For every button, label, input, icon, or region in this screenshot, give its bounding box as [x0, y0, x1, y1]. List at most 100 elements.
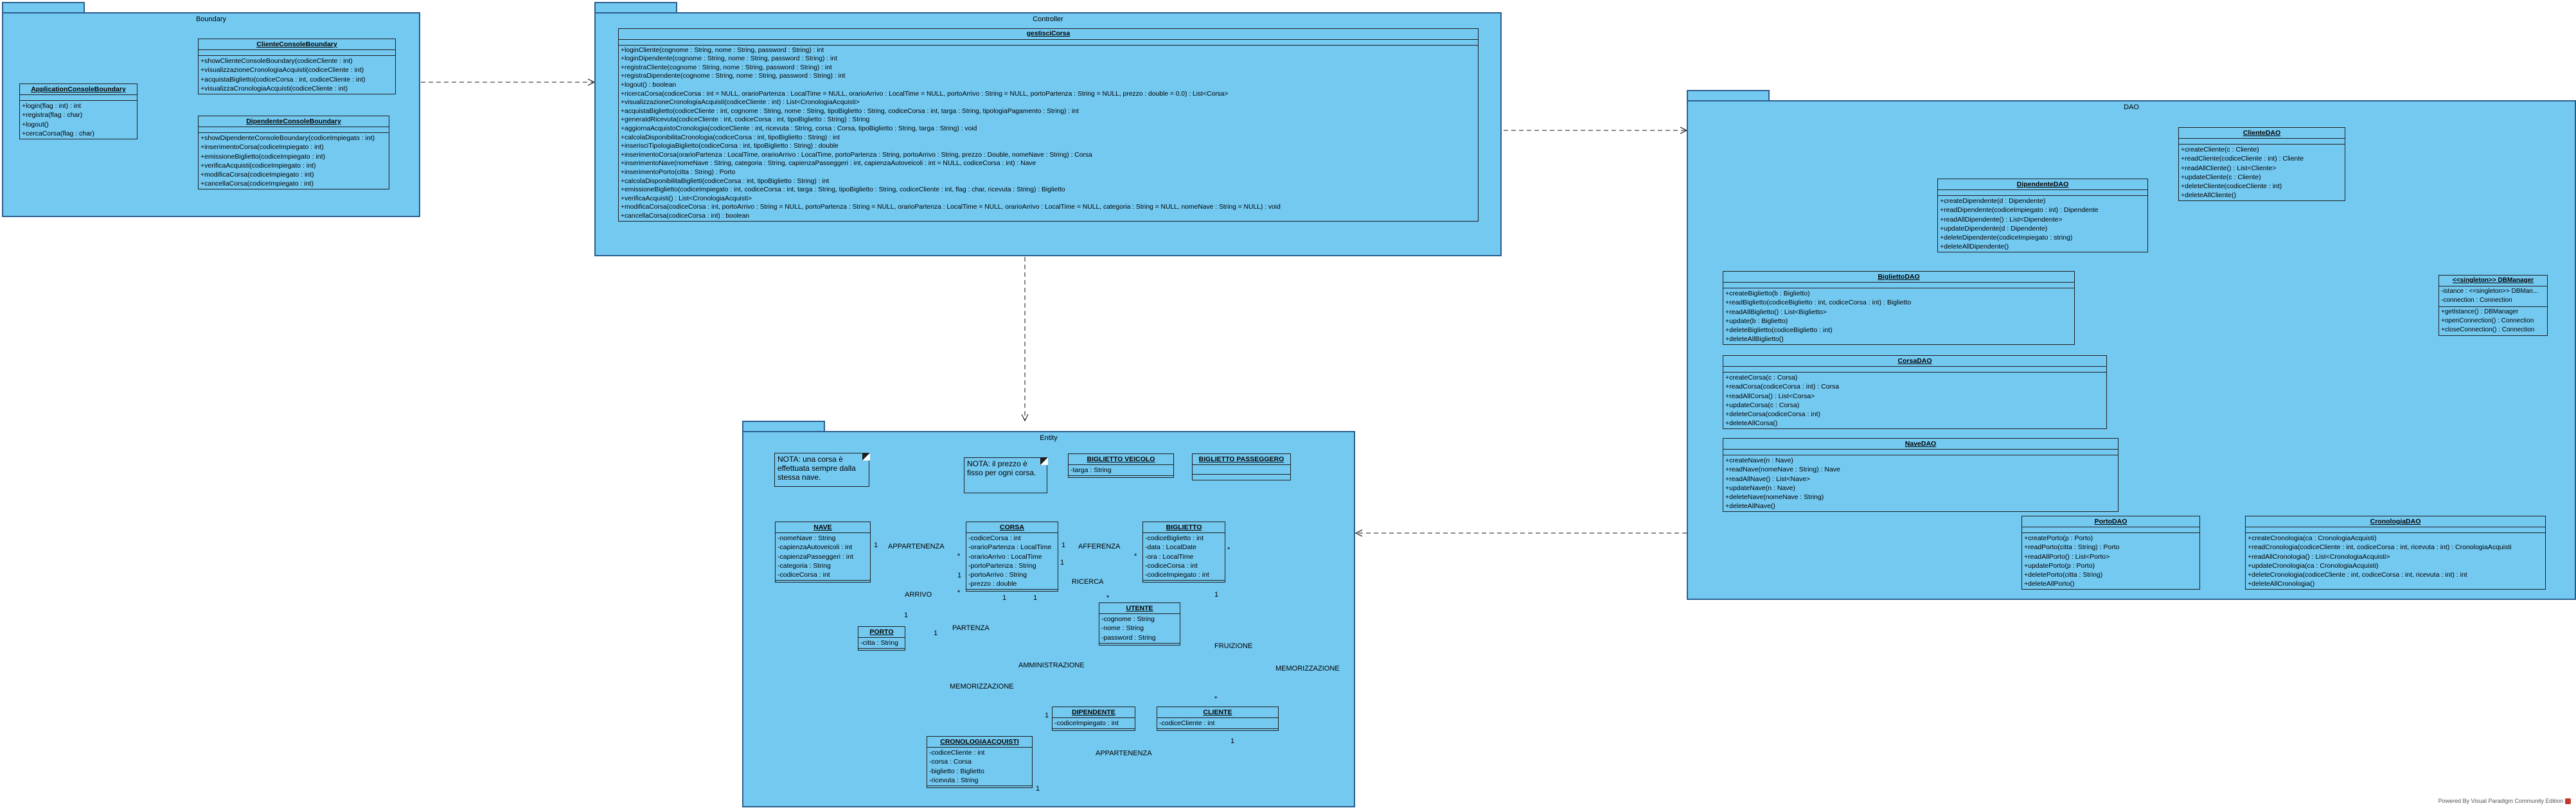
label-partenza: PARTENZA	[952, 624, 990, 632]
attribute: -capienzaAutoveicoli : int	[777, 543, 853, 552]
attribute: -capienzaPasseggeri : int	[777, 552, 853, 561]
class-cliente-console-boundary[interactable]: ClienteConsoleBoundary +showClienteConso…	[198, 39, 396, 95]
class-operations	[1193, 475, 1290, 480]
operation: +cancellaCorsa(codiceCorsa : int) : bool…	[621, 212, 750, 220]
attribute: -prezzo : double	[968, 580, 1017, 588]
class-gestisci-corsa[interactable]: gestisciCorsa +loginCliente(cognome : St…	[618, 28, 1479, 222]
operation: +inserimentoCorsa(orarioPartenza : Local…	[621, 151, 1092, 159]
boundary-package-title: Boundary	[195, 15, 227, 23]
class-name: UTENTE	[1099, 603, 1180, 615]
operation: +readPorto(citta : String) : Porto	[2024, 543, 2120, 552]
class-cliente-dao[interactable]: ClienteDAO +createCliente(c : Cliente) +…	[2178, 127, 2345, 202]
class-corsa[interactable]: CORSA -codiceCorsa : int -orarioPartenza…	[966, 522, 1058, 592]
class-operations: +createDipendente(d : Dipendente) +readD…	[1938, 196, 2147, 252]
attribute: -ora : LocalTime	[1145, 552, 1194, 561]
operation: +showClienteConsoleBoundary(codiceClient…	[200, 57, 353, 66]
visual-paradigm-logo-icon	[2565, 798, 2571, 804]
operation: +readAllBiglietto() : List<Biglietto>	[1725, 308, 1827, 316]
attribute: -nome : String	[1101, 624, 1144, 633]
class-attributes	[1193, 465, 1290, 475]
operation: +logout() : boolean	[621, 81, 677, 89]
class-operations: +createCronologia(ca : CronologiaAcquist…	[2246, 533, 2545, 589]
class-name: CronologiaDAO	[2246, 516, 2545, 528]
operation: +deleteCronologia(codiceCliente : int, c…	[2248, 571, 2467, 579]
operation: +deleteNave(nomeNave : String)	[1725, 493, 1824, 502]
class-attributes	[199, 127, 389, 134]
class-biglietto-dao[interactable]: BigliettoDAO +createBiglietto(b : Biglie…	[1723, 271, 2075, 346]
class-corsa-dao[interactable]: CorsaDAO +createCorsa(c : Corsa) +readCo…	[1723, 355, 2107, 430]
attribute: -orarioArrivo : LocalTime	[968, 552, 1042, 561]
attribute: -istance : <<singleton>> DBMan...	[2441, 288, 2539, 295]
multiplicity: 1	[904, 611, 909, 619]
operation: +readDipendente(codiceImpiegato : int) :…	[1940, 206, 2099, 215]
class-attributes: -citta : String	[858, 638, 905, 649]
class-dipendente[interactable]: DIPENDENTE -codiceImpiegato : int	[1052, 707, 1135, 732]
class-name: CLIENTE	[1157, 707, 1278, 719]
operation: +openConnection() : Connection	[2441, 317, 2534, 324]
multiplicity: 1	[874, 541, 878, 549]
operation: +createPorto(p : Porto)	[2024, 534, 2093, 543]
label-fruizione: FRUIZIONE	[1214, 642, 1253, 650]
note-prezzo: NOTA: il prezzo è fisso per ogni corsa.	[964, 457, 1048, 493]
class-operations	[1157, 729, 1278, 730]
class-biglietto[interactable]: BIGLIETTO -codiceBiglietto : int -data :…	[1142, 522, 1225, 583]
class-name: PORTO	[858, 627, 905, 638]
operation: +acquistaBiglietto(codiceCorsa : int, co…	[200, 75, 366, 83]
class-porto[interactable]: PORTO -citta : String	[858, 626, 905, 651]
operation: +emissioneBiglietto(codiceImpiegato : in…	[621, 186, 1065, 194]
label-ricerca: RICERCA	[1072, 578, 1104, 586]
class-nave-dao[interactable]: NaveDAO +createNave(n : Nave) +readNave(…	[1723, 438, 2119, 513]
class-application-console-boundary[interactable]: ApplicationConsoleBoundary +login(flag :…	[19, 83, 138, 140]
multiplicity: *	[957, 552, 961, 560]
class-nave[interactable]: NAVE -nomeNave : String -capienzaAutovei…	[775, 522, 871, 583]
operation: +inserimentoPorto(citta : String) : Port…	[621, 168, 736, 176]
class-utente[interactable]: UTENTE -cognome : String -nome : String …	[1099, 602, 1180, 646]
label-appartenenza: APPARTENENZA	[1096, 750, 1152, 757]
operation: +inserimentoNave(nomeNave : String, cate…	[621, 160, 1036, 168]
class-attributes	[199, 50, 395, 57]
class-attributes	[619, 40, 1478, 46]
operation: +login(flag : int) : int	[22, 102, 81, 110]
class-db-manager[interactable]: <<singleton>> DBManager -istance : <<sin…	[2438, 275, 2548, 337]
class-operations: +showClienteConsoleBoundary(codiceClient…	[199, 56, 395, 94]
class-name: gestisciCorsa	[619, 29, 1478, 40]
class-dipendente-console-boundary[interactable]: DipendenteConsoleBoundary +showDipendent…	[198, 116, 389, 190]
operation: +modificaCorsa(codiceImpiegato : int)	[200, 171, 314, 179]
class-attributes: -codiceCliente : int	[1157, 718, 1278, 730]
multiplicity: *	[1214, 695, 1218, 703]
operation: +modificaCorsa(codiceCorsa : int, portoA…	[621, 204, 1281, 211]
operation: +readCorsa(codiceCorsa : int) : Corsa	[1725, 383, 1840, 391]
class-attributes	[1723, 283, 2074, 289]
operation: +calcolaDisponibilitaBiglietti(codiceCor…	[621, 177, 830, 185]
class-name: BIGLIETTO VEICOLO	[1069, 454, 1173, 466]
attribute: -nomeNave : String	[777, 534, 836, 543]
operation: +deleteAllCorsa()	[1725, 419, 1778, 428]
operation: +readCronologia(codiceCliente : int, cod…	[2248, 543, 2512, 552]
class-attributes	[1723, 450, 2118, 456]
operation: +deleteAllPorto()	[2024, 580, 2075, 588]
attribute: -codiceBiglietto : int	[1145, 534, 1204, 543]
class-porto-dao[interactable]: PortoDAO +createPorto(p : Porto) +readPo…	[2021, 516, 2200, 590]
attribute: -corsa : Corsa	[929, 758, 972, 766]
class-name: DipendenteDAO	[1938, 179, 2147, 191]
operation: +cancellaCorsa(codiceImpiegato : int)	[200, 180, 314, 188]
class-name: DIPENDENTE	[1053, 707, 1135, 719]
operation: +acquistaBiglietto(codiceCliente : int, …	[621, 107, 1079, 115]
class-name: BIGLIETTO PASSEGGERO	[1193, 454, 1290, 466]
operation: +verificaAcquisti() : List<CronologiaAcq…	[621, 195, 752, 202]
class-operations: +createCliente(c : Cliente) +readCliente…	[2179, 145, 2345, 200]
class-attributes: -cognome : String -nome : String -passwo…	[1099, 614, 1180, 644]
operation: +deleteAllCliente()	[2181, 191, 2237, 200]
class-name: ClienteDAO	[2179, 128, 2345, 139]
class-cronologia-dao[interactable]: CronologiaDAO +createCronologia(ca : Cro…	[2245, 516, 2546, 590]
operation: +createCliente(c : Cliente)	[2181, 146, 2259, 154]
class-cliente[interactable]: CLIENTE -codiceCliente : int	[1157, 707, 1279, 732]
class-dipendente-dao[interactable]: DipendenteDAO +createDipendente(d : Dipe…	[1937, 179, 2148, 253]
multiplicity: 1	[1045, 712, 1049, 719]
class-cronologia-acquisti[interactable]: CRONOLOGIAACQUISTI -codiceCliente : int …	[927, 736, 1033, 789]
multiplicity: 1	[957, 572, 962, 579]
operation: +deleteAllCronologia()	[2248, 580, 2315, 588]
class-biglietto-passeggero[interactable]: BIGLIETTO PASSEGGERO	[1192, 453, 1291, 481]
class-biglietto-veicolo[interactable]: BIGLIETTO VEICOLO -targa : String	[1068, 453, 1174, 479]
